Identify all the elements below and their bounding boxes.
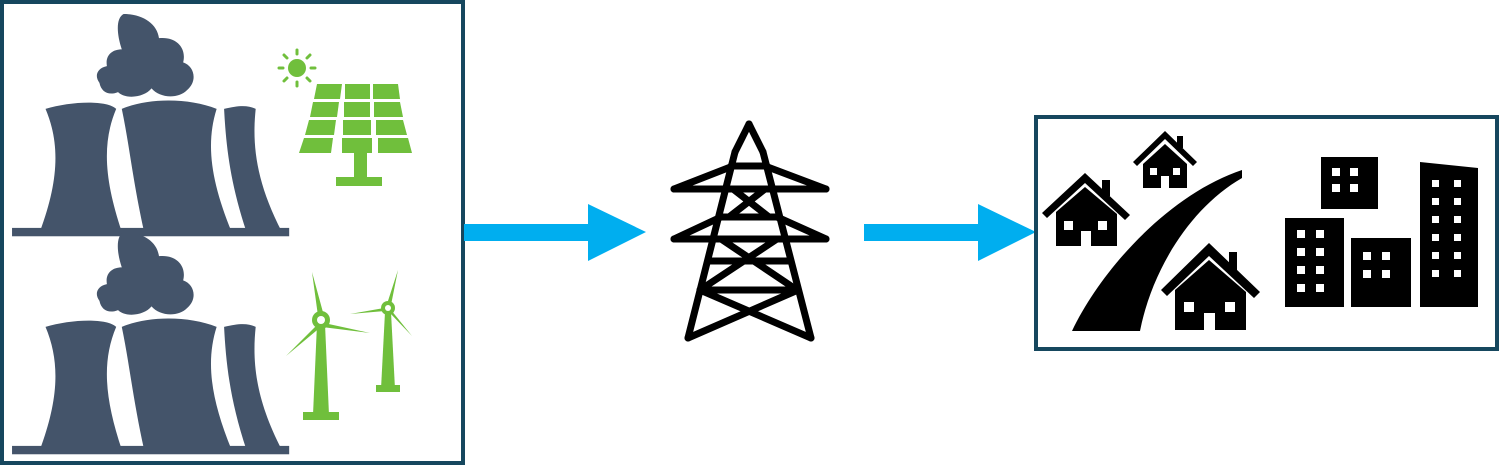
- house-icon: [1042, 173, 1130, 246]
- houses-icon: [1042, 131, 1260, 330]
- flow-arrow: [464, 204, 646, 261]
- house-icon: [1133, 131, 1197, 188]
- sun-icon: [277, 48, 317, 88]
- wind-turbine-icon: [286, 270, 412, 420]
- city-buildings-icon: [1285, 157, 1478, 307]
- road-icon: [1072, 170, 1242, 331]
- transmission-tower-icon: [670, 120, 830, 342]
- solar-panel-icon: [277, 48, 412, 186]
- house-icon: [1161, 243, 1260, 330]
- flow-arrow: [864, 204, 1036, 261]
